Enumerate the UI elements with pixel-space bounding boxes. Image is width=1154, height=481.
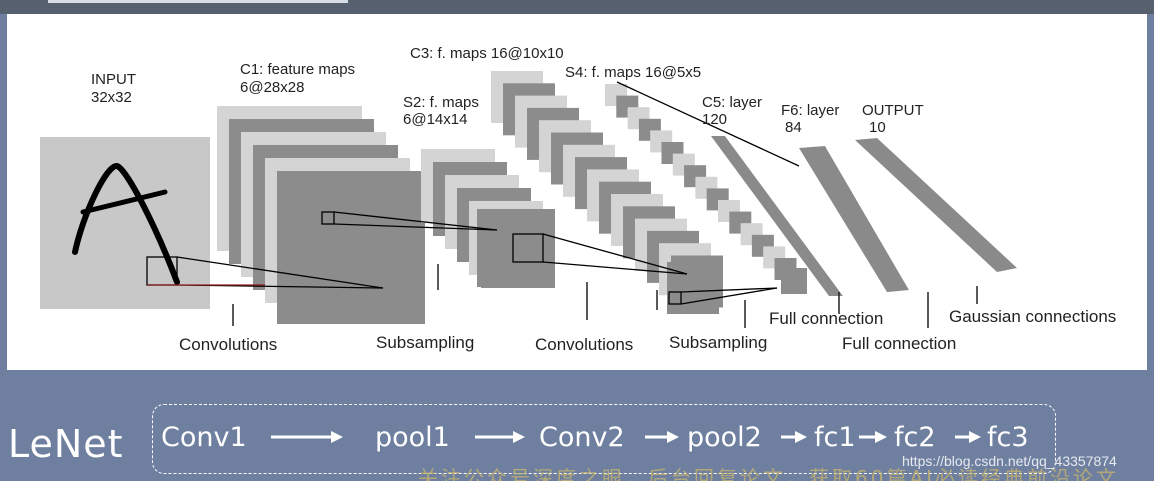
s4-label: S4: f. maps 16@5x5 xyxy=(565,64,701,81)
full-connection-label-2: Full connection xyxy=(842,334,956,353)
convolutions-label-2: Convolutions xyxy=(535,335,633,354)
f6-layer-slab xyxy=(799,146,909,292)
full-connection-label-1: Full connection xyxy=(769,309,883,328)
top-bar xyxy=(0,0,1154,14)
arrow-conv2-pool2 xyxy=(645,431,679,443)
c1-label: C1: feature maps xyxy=(240,61,355,78)
c3-label: C3: f. maps 16@10x10 xyxy=(410,45,564,62)
f6-label: F6: layer xyxy=(781,102,839,119)
output-label: OUTPUT xyxy=(862,102,924,119)
pipeline-step-pool1: pool1 xyxy=(375,422,450,453)
arrow-pool1-conv2 xyxy=(475,431,525,443)
arrow-fc2-fc3 xyxy=(955,431,981,443)
output-layer-slab xyxy=(855,138,1017,272)
top-bar-highlight xyxy=(48,0,348,3)
c5-layer-slab xyxy=(711,136,843,296)
s2-feature-map-front xyxy=(477,209,555,287)
pipeline-step-conv2: Conv2 xyxy=(539,422,625,453)
pipeline-step-fc1: fc1 xyxy=(814,422,856,453)
c5-size-label: 120 xyxy=(702,111,727,128)
subsampling-label-2: Subsampling xyxy=(669,333,767,352)
output-size-label: 10 xyxy=(869,119,886,136)
c3-feature-map-front xyxy=(667,262,719,314)
s2-size-label: 6@14x14 xyxy=(403,111,467,128)
operation-ticks xyxy=(232,264,978,328)
subsampling-label-1: Subsampling xyxy=(376,333,474,352)
arrow-pool2-fc1 xyxy=(781,431,807,443)
pipeline-box: Conv1 pool1 Conv2 pool2 fc1 fc2 fc3 xyxy=(152,404,1056,474)
pipeline-step-pool2: pool2 xyxy=(687,422,762,453)
lenet-architecture-diagram: INPUT 32x32 C1: feature maps 6@28x28 S2:… xyxy=(40,45,1116,354)
convolutions-label-1: Convolutions xyxy=(179,335,277,354)
c1-size-label: 6@28x28 xyxy=(240,79,304,96)
receptive-field-lines xyxy=(146,81,800,305)
c1-receptive-field xyxy=(321,211,335,225)
pipeline-step-fc3: fc3 xyxy=(987,422,1029,453)
arrow-conv1-pool1 xyxy=(271,431,343,443)
pipeline-diagram: Conv1 pool1 Conv2 pool2 fc1 fc2 fc3 xyxy=(161,422,1029,453)
bottom-band xyxy=(0,370,1154,481)
csdn-watermark: https://blog.csdn.net/qq_43357874 xyxy=(902,453,1117,469)
input-glyph-a xyxy=(72,163,180,285)
f6-to-output-band xyxy=(825,140,955,290)
c3-receptive-field xyxy=(668,291,682,305)
pipeline-step-conv1: Conv1 xyxy=(161,422,247,453)
layers-group xyxy=(40,71,1017,324)
s2-label: S2: f. maps xyxy=(403,94,479,111)
s4-feature-map-front xyxy=(781,268,807,294)
s2-receptive-field xyxy=(512,233,544,263)
input-size-label: 32x32 xyxy=(91,89,132,106)
input-label: INPUT xyxy=(91,71,136,88)
c1-feature-map-front xyxy=(277,172,425,324)
gaussian-connections-label: Gaussian connections xyxy=(949,307,1116,326)
cn-promo-watermark: 关注公众号深度之眼，后台回复论文，获取60篇AI必读经典前沿论文 xyxy=(418,468,1138,481)
f6-size-label: 84 xyxy=(785,119,802,136)
arrow-fc1-fc2 xyxy=(859,431,887,443)
input-square xyxy=(40,137,210,309)
cn-promo-watermark-text: 关注公众号深度之眼，后台回复论文，获取60篇AI必读经典前沿论文 xyxy=(418,468,1120,481)
c5-to-f6-band xyxy=(725,136,891,296)
pipeline-step-fc2: fc2 xyxy=(894,422,936,453)
lenet-diagram-panel: INPUT 32x32 C1: feature maps 6@28x28 S2:… xyxy=(7,14,1147,370)
c5-label: C5: layer xyxy=(702,94,762,111)
lenet-title: LeNet xyxy=(8,422,124,466)
